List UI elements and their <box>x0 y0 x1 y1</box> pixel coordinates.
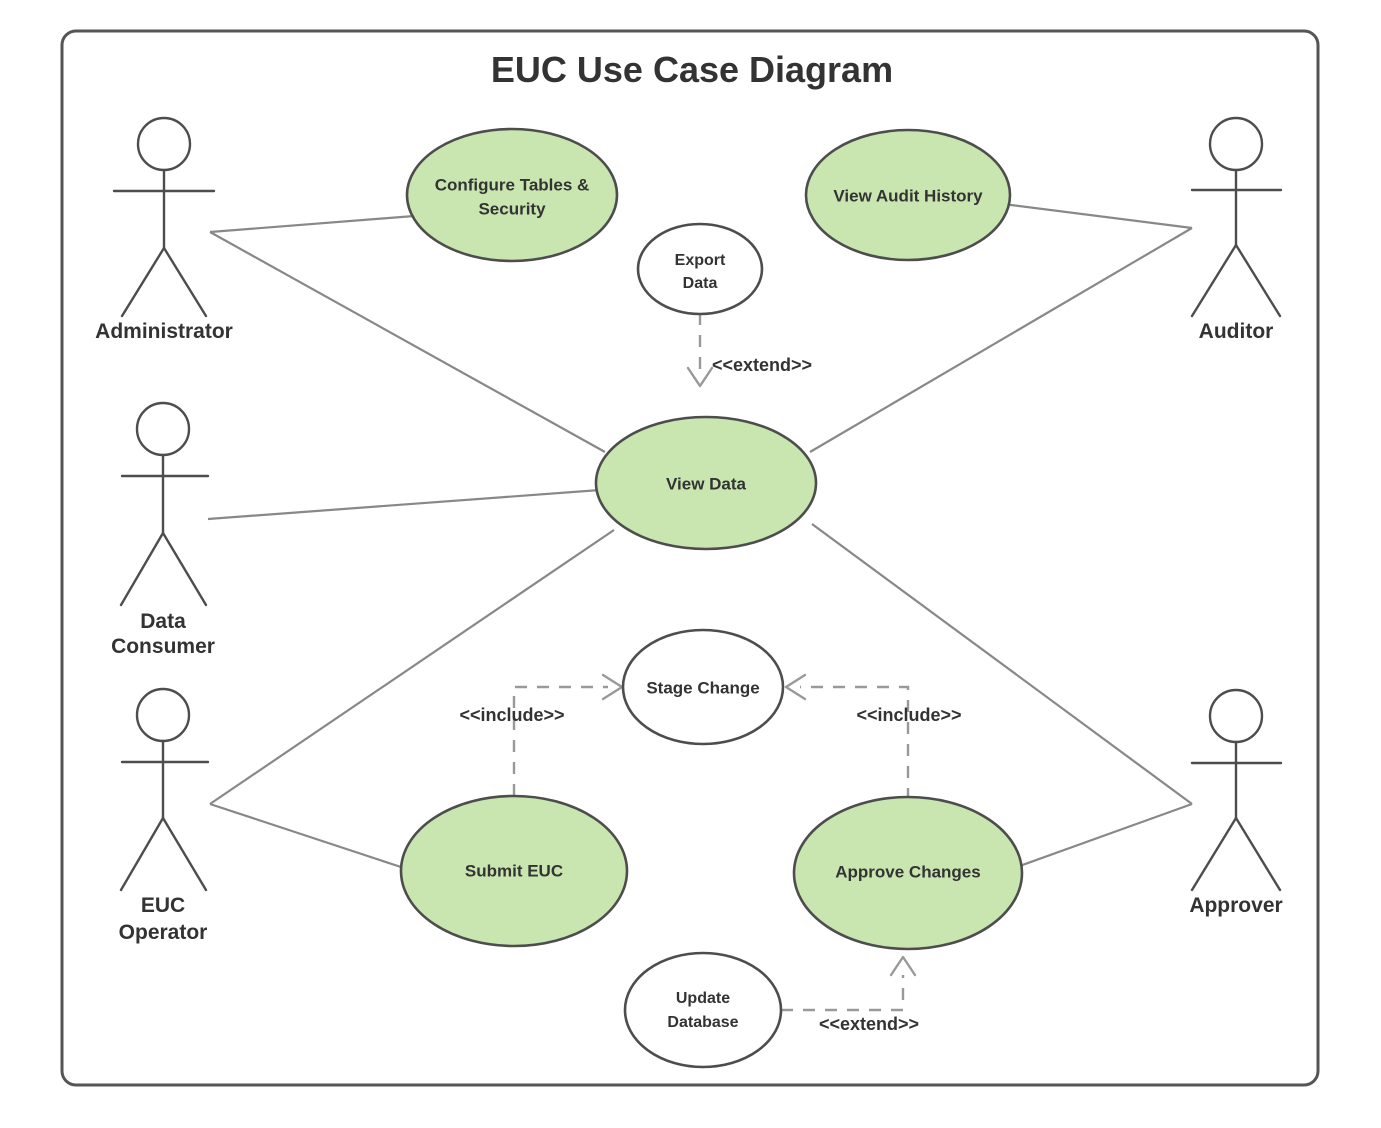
association-administrator-view-data <box>209 231 606 453</box>
association-approver-approve-changes <box>1013 802 1193 870</box>
usecase-export-data-label-line1: Export <box>675 252 726 269</box>
usecase-configure-tables-security-label-line1: Configure Tables & <box>435 175 590 194</box>
actor-auditor-leg-right <box>1234 243 1282 318</box>
usecase-approve-changes[interactable]: Approve Changes <box>792 795 1024 951</box>
stereotype-label-extend-update: <<extend>> <box>819 1014 919 1034</box>
actor-auditor-leg-left <box>1190 243 1238 318</box>
actor-approver-leg-right <box>1234 816 1282 892</box>
stereotype-label-include-approve: <<include>> <box>856 705 961 725</box>
usecase-stage-change-label: Stage Change <box>646 678 759 697</box>
actor-data-consumer-head-icon <box>135 401 191 457</box>
usecase-configure-tables-security[interactable]: Configure Tables & Security <box>405 127 619 263</box>
usecase-approve-changes-label: Approve Changes <box>835 862 980 881</box>
actor-euc-operator-label-line1: EUC <box>141 894 185 917</box>
association-auditor-view-data <box>809 227 1193 453</box>
stereotype-label-include-submit: <<include>> <box>459 705 564 725</box>
usecase-export-data-label-line2: Data <box>683 275 718 292</box>
stereotype-label-extend-export: <<extend>> <box>712 355 812 375</box>
actor-euc-operator[interactable]: EUC Operator <box>119 687 210 944</box>
usecase-update-database-shape[interactable] <box>623 951 783 1069</box>
actor-administrator[interactable]: Administrator <box>95 116 233 343</box>
actor-administrator-leg-right <box>162 246 208 318</box>
actor-euc-operator-leg-right <box>161 816 208 892</box>
usecase-submit-euc[interactable]: Submit EUC <box>399 794 629 948</box>
usecase-stage-change[interactable]: Stage Change <box>621 628 785 746</box>
usecase-view-audit-history-shape[interactable] <box>804 128 1012 262</box>
usecase-update-database[interactable]: Update Database <box>623 951 783 1069</box>
actor-auditor-label: Auditor <box>1199 320 1274 343</box>
actor-approver[interactable]: Approver <box>1189 688 1283 917</box>
actor-data-consumer[interactable]: Data Consumer <box>111 401 215 658</box>
usecase-view-data[interactable]: View Data <box>594 415 818 551</box>
usecase-approve-changes-shape[interactable] <box>792 795 1024 951</box>
usecase-update-database-label-line2: Database <box>667 1014 738 1031</box>
actor-data-consumer-leg-right <box>161 531 208 607</box>
actor-approver-leg-left <box>1190 816 1238 892</box>
actor-euc-operator-leg-left <box>119 816 165 892</box>
arrowhead-include-approve-to-stage <box>784 673 807 701</box>
arrowhead-extend-update-to-approve <box>889 955 917 977</box>
actor-data-consumer-label-line2: Consumer <box>111 635 215 658</box>
association-euc-operator-view-data <box>209 529 615 805</box>
actor-approver-label: Approver <box>1189 894 1282 917</box>
association-euc-operator-submit-euc <box>209 802 405 870</box>
actor-euc-operator-label-line2: Operator <box>119 921 208 944</box>
usecase-configure-tables-security-label-line2: Security <box>478 199 546 218</box>
association-lines <box>207 202 1193 870</box>
usecase-view-data-shape[interactable] <box>594 415 818 551</box>
actor-administrator-leg-left <box>120 246 166 318</box>
association-data-consumer-view-data <box>207 488 601 521</box>
usecase-view-audit-history-label: View Audit History <box>833 186 983 205</box>
system-boundary-frame <box>60 29 1320 1087</box>
usecase-export-data-shape[interactable] <box>636 222 764 316</box>
actor-data-consumer-label-line1: Data <box>140 610 186 633</box>
usecase-submit-euc-shape[interactable] <box>399 794 629 948</box>
usecase-view-audit-history[interactable]: View Audit History <box>804 128 1012 262</box>
dependency-extend-update-to-approve <box>781 975 905 1012</box>
actor-euc-operator-head-icon <box>135 687 191 743</box>
actor-administrator-head-icon <box>136 116 192 172</box>
usecase-submit-euc-label: Submit EUC <box>465 861 563 880</box>
actor-auditor-head-icon <box>1208 116 1264 172</box>
actor-approver-head-icon <box>1208 688 1264 744</box>
association-approver-view-data <box>811 523 1193 805</box>
arrowhead-extend-export-to-view-data <box>686 366 714 388</box>
usecase-configure-tables-security-shape[interactable] <box>405 127 619 263</box>
dependency-include-submit-to-stage <box>512 685 608 796</box>
actor-auditor[interactable]: Auditor <box>1190 116 1283 343</box>
usecase-update-database-label-line1: Update <box>676 990 730 1007</box>
usecase-stage-change-shape[interactable] <box>621 628 785 746</box>
page-title: EUC Use Case Diagram <box>491 49 893 90</box>
association-administrator-configure-tables <box>209 214 415 234</box>
usecase-export-data[interactable]: Export Data <box>636 222 764 316</box>
dependency-include-approve-to-stage <box>800 685 910 800</box>
actor-data-consumer-leg-left <box>119 531 165 607</box>
usecase-view-data-label: View Data <box>666 474 747 493</box>
actor-administrator-label: Administrator <box>95 320 233 343</box>
association-auditor-view-audit-history <box>1002 202 1193 230</box>
dependency-lines: View Data (vertical dashed, open arrow d… <box>512 313 917 1012</box>
